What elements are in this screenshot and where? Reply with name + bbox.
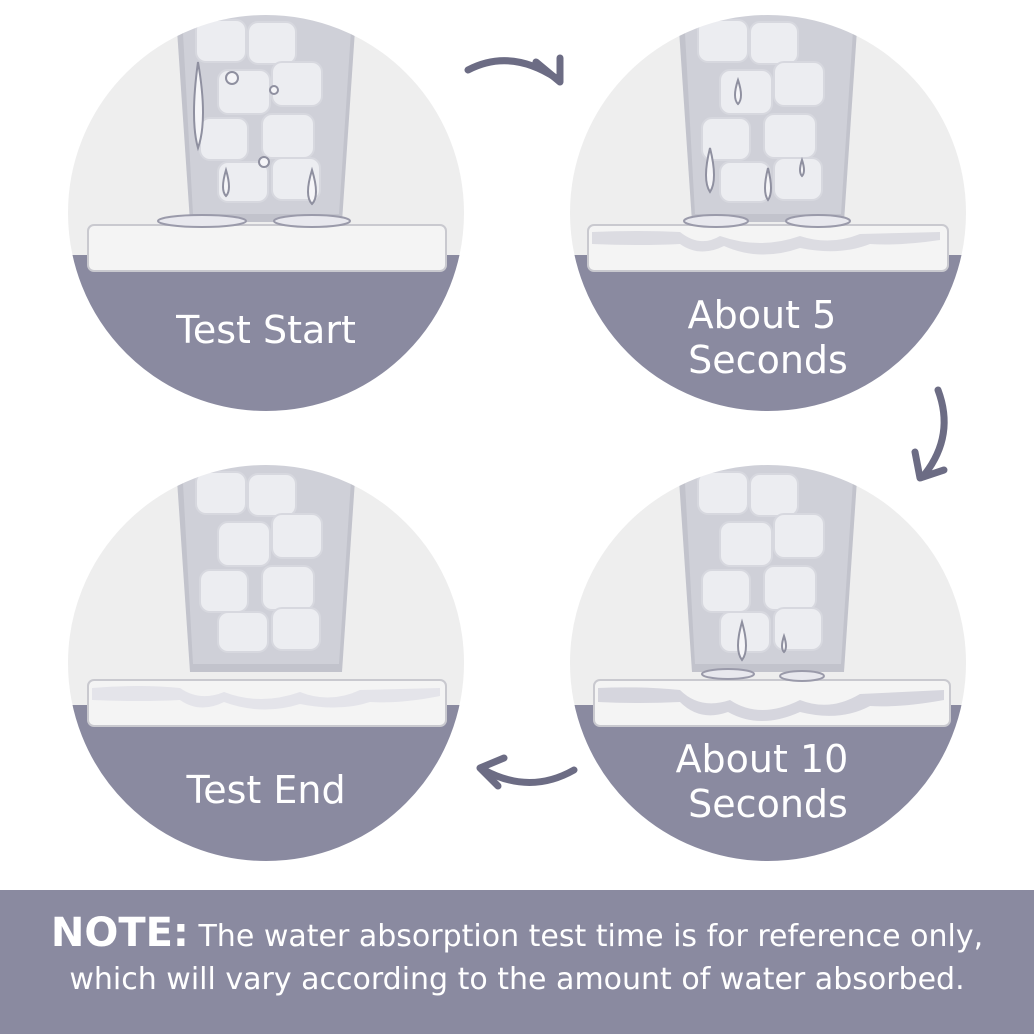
- step-label-about-10-seconds: About 10 Seconds: [676, 737, 861, 826]
- glass-icon: [678, 465, 858, 672]
- glass-icon: [176, 465, 356, 672]
- step-label-about-5-seconds: About 5 Seconds: [688, 293, 849, 382]
- step-label-test-start: Test Start: [175, 308, 356, 352]
- note-label: NOTE:: [51, 910, 189, 956]
- note-banner: NOTE: The water absorption test time is …: [0, 890, 1034, 1034]
- step-about-5-seconds: About 5 Seconds: [562, 10, 982, 435]
- step-about-10-seconds: About 10 Seconds: [562, 460, 982, 885]
- arrow-down-icon: [915, 390, 944, 478]
- glass-icon: [176, 15, 356, 222]
- step-test-start: Test Start: [60, 10, 480, 435]
- step-label-test-end: Test End: [185, 768, 345, 812]
- arrow-right-icon: [468, 58, 560, 82]
- coaster-icon: [88, 680, 446, 726]
- arrow-left-icon: [480, 758, 574, 786]
- glass-icon: [678, 15, 858, 222]
- note-text: The water absorption test time is for re…: [69, 919, 983, 997]
- step-test-end: Test End: [60, 460, 480, 885]
